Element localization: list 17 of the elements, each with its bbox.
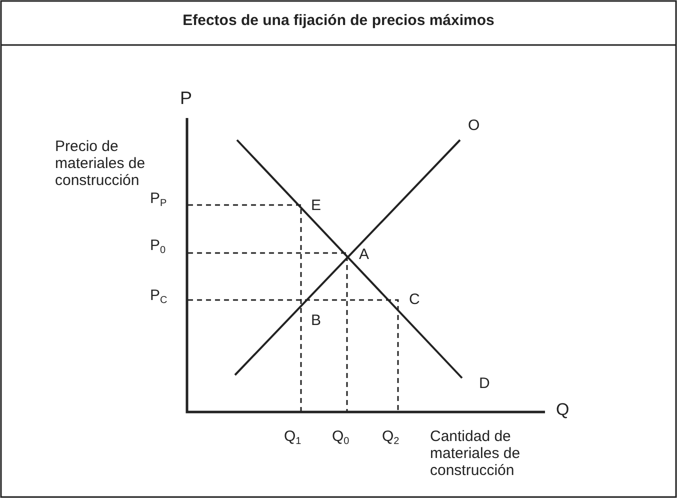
point-label: B bbox=[311, 312, 322, 329]
chart-title: Efectos de una fijación de precios máximos bbox=[182, 12, 496, 29]
curve-label: D bbox=[479, 375, 490, 392]
point-label: A bbox=[359, 246, 370, 263]
point-label: E bbox=[311, 197, 322, 214]
tick-label: Q$_{2}$ bbox=[382, 428, 400, 445]
tick-label: Q$_{0}$ bbox=[332, 428, 350, 445]
axis-label: P bbox=[180, 90, 192, 107]
tick-label: P$_{C}$ bbox=[150, 287, 168, 304]
point-label: C bbox=[409, 291, 420, 308]
axis-label: Precio de materiales de construcción bbox=[55, 138, 146, 189]
tick-label: P$_{P}$ bbox=[150, 190, 167, 207]
axis-label: Cantidad de materiales de construcción bbox=[430, 428, 522, 479]
axis-label: Q bbox=[556, 401, 570, 418]
tick-label: P$_{0}$ bbox=[150, 237, 166, 254]
curve-label: O bbox=[468, 117, 480, 134]
tick-label: Q$_{1}$ bbox=[284, 428, 302, 445]
